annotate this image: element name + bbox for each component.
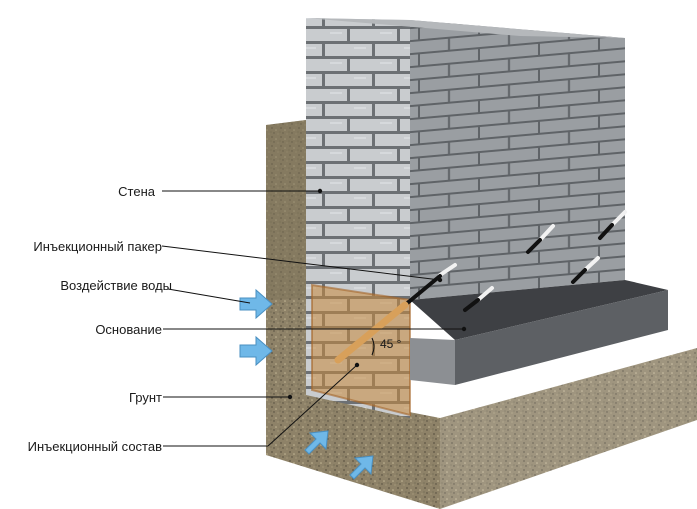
soil-right-face [440, 348, 697, 509]
wall-side-face [410, 20, 625, 300]
label-foundation: Основание [95, 322, 162, 337]
slab-top [410, 280, 668, 340]
packer-3-body [526, 238, 542, 254]
label-soil: Грунт [129, 390, 162, 405]
stain-edge [311, 283, 411, 417]
packer-4 [610, 210, 627, 227]
water-arrow-2 [239, 335, 273, 367]
slab-front [410, 338, 455, 385]
packer-5 [583, 256, 600, 272]
slab-side [455, 290, 668, 385]
wall-top-face [306, 18, 625, 38]
label-injection: Инъекционный состав [28, 439, 162, 454]
soil-front-face [266, 392, 440, 509]
leader-packer [161, 245, 443, 283]
water-arrow-4 [349, 455, 374, 480]
water-arrow-1 [239, 288, 273, 320]
label-wall: Стена [118, 184, 156, 199]
packer-4-body [598, 223, 614, 240]
packer-2 [476, 286, 494, 302]
injection-packers [403, 210, 627, 312]
packer-1-body [403, 274, 442, 307]
foundation-slab [410, 280, 668, 385]
soil-left-strip [266, 120, 306, 300]
label-water: Воздействие воды [60, 278, 172, 293]
leader-water [167, 288, 251, 304]
leader-lines [161, 188, 467, 447]
water-arrow-3 [304, 430, 329, 455]
packer-3 [538, 224, 555, 242]
angle-label: 45 ° [380, 337, 402, 351]
packer-1 [438, 263, 457, 277]
label-packer: Инъекционный пакер [33, 239, 162, 254]
labels: Стена Инъекционный пакер Воздействие вод… [28, 184, 172, 454]
water-arrows [239, 288, 374, 480]
packer-5-body [571, 268, 587, 284]
angle-arc [371, 337, 375, 356]
injection-channel [334, 301, 409, 364]
packer-2-body [463, 298, 480, 312]
leader-injection-diag [267, 362, 360, 447]
